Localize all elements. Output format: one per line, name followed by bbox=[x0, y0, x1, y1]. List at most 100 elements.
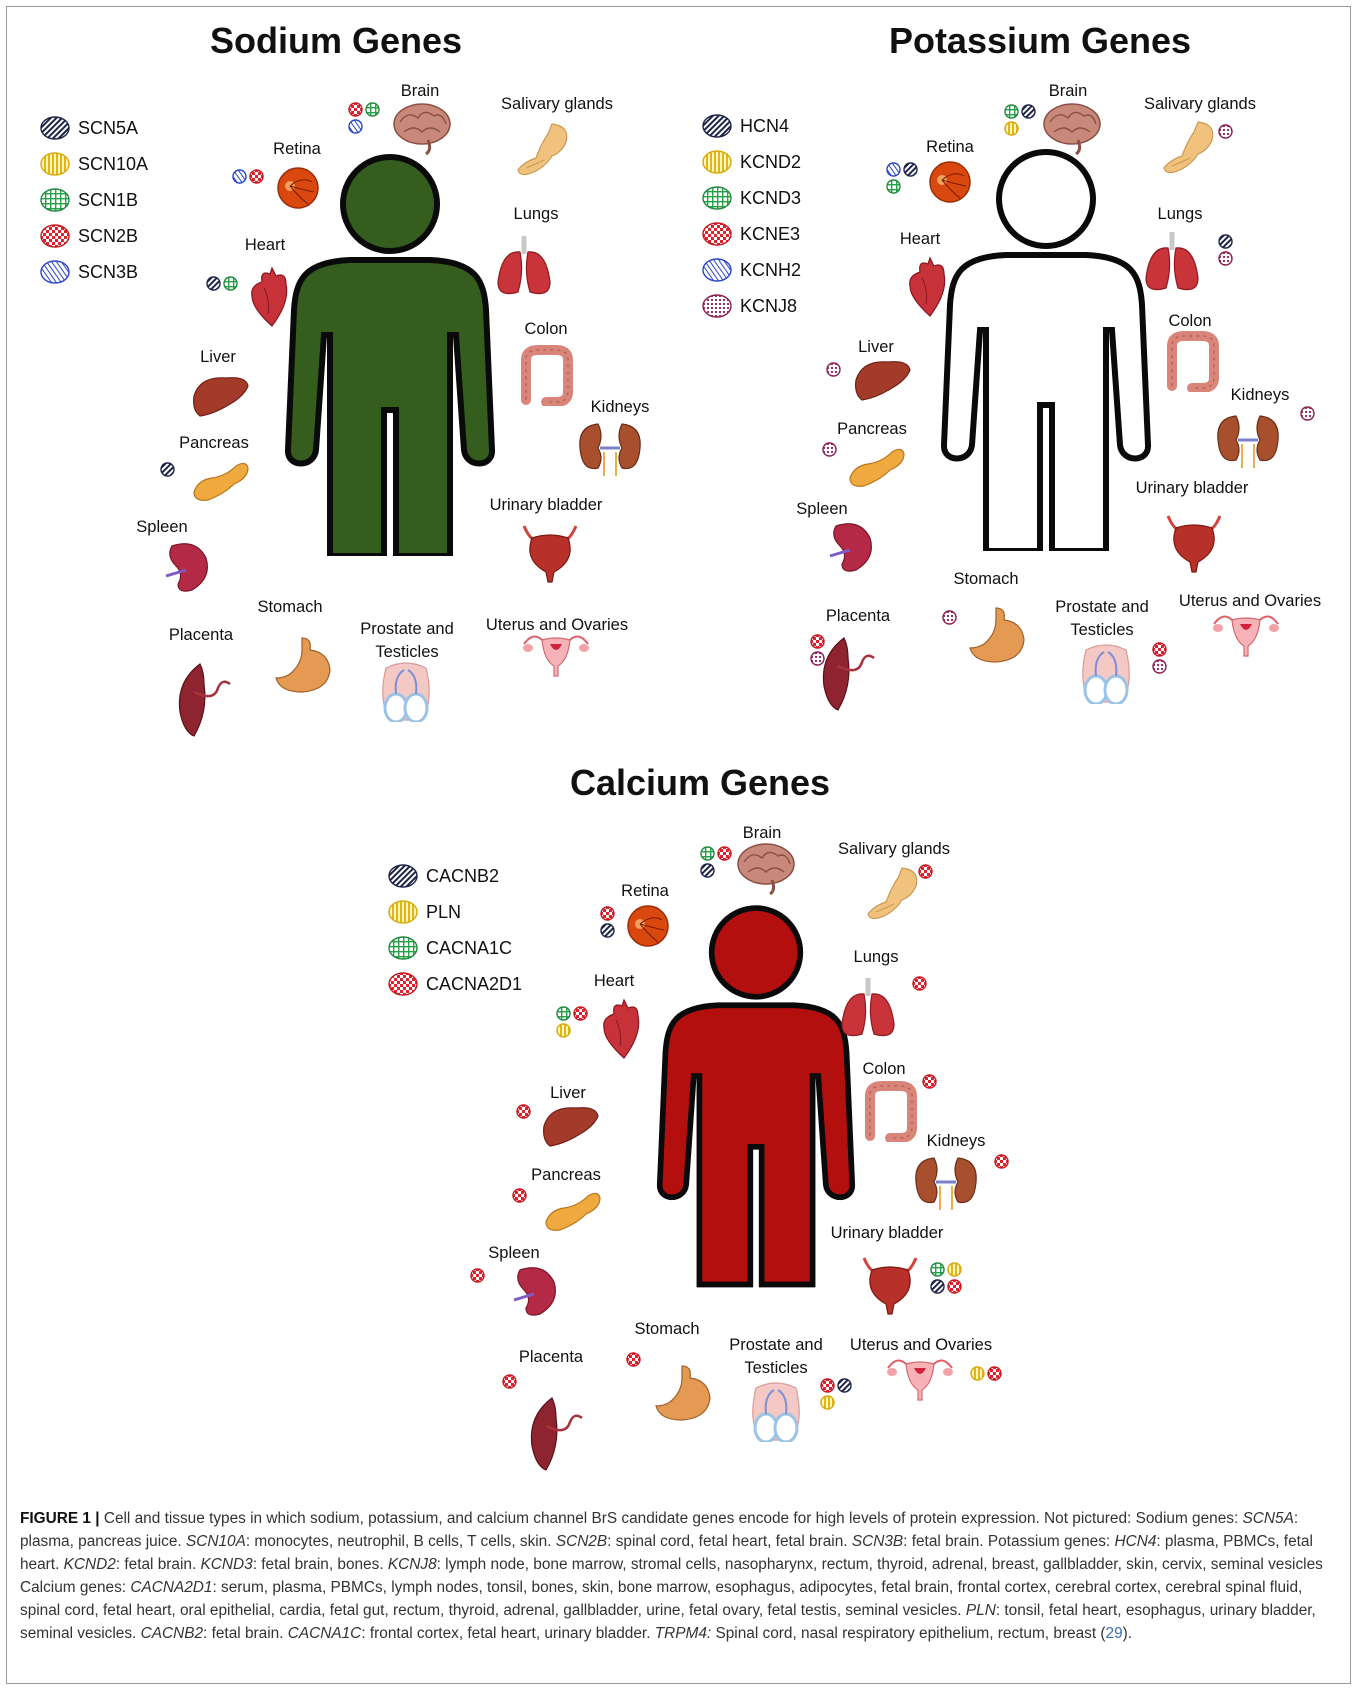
diag-navy-pattern-icon bbox=[40, 116, 70, 140]
stomach-gene-markers bbox=[626, 1352, 644, 1367]
diag-navy-pattern-icon bbox=[837, 1378, 852, 1393]
panel-title: Potassium Genes bbox=[889, 20, 1191, 62]
body-silhouette bbox=[660, 1005, 853, 1284]
check-red-pattern-icon bbox=[249, 169, 264, 184]
legend-item: CACNA2D1 bbox=[388, 972, 522, 996]
hatch-blue-pattern-icon bbox=[348, 119, 363, 134]
retina-gene-markers bbox=[232, 169, 268, 184]
bladder-icon bbox=[1164, 510, 1224, 574]
pancreas-icon bbox=[190, 454, 252, 504]
dots-purple-pattern-icon bbox=[810, 651, 825, 666]
uterus-icon bbox=[884, 1350, 956, 1402]
caption-intro: Cell and tissue types in which sodium, p… bbox=[100, 1510, 1243, 1527]
hatch-blue-pattern-icon bbox=[232, 169, 247, 184]
legend-gene-name: SCN2B bbox=[78, 226, 138, 247]
stomach-label: Stomach bbox=[634, 1318, 699, 1341]
caption-gene-name: KCND2 bbox=[64, 1556, 116, 1573]
colon-label: Colon bbox=[524, 318, 567, 341]
dots-purple-pattern-icon bbox=[826, 362, 841, 377]
caption-gene-tissues: : fetal brain. bbox=[203, 1625, 288, 1642]
pancreas-label: Pancreas bbox=[837, 418, 907, 441]
grid-green-pattern-icon bbox=[556, 1006, 571, 1021]
uterus-label: Uterus and Ovaries bbox=[850, 1334, 992, 1357]
check-red-pattern-icon bbox=[502, 1374, 517, 1389]
caption-gene-name: KCNJ8 bbox=[388, 1556, 437, 1573]
salivary-label: Salivary glands bbox=[1144, 93, 1256, 116]
kidneys-label: Kidneys bbox=[1231, 384, 1290, 407]
kidneys-gene-markers bbox=[1300, 406, 1318, 421]
liver-icon bbox=[540, 1102, 602, 1150]
pancreas-icon bbox=[542, 1184, 604, 1234]
check-red-pattern-icon bbox=[626, 1352, 641, 1367]
pancreas-icon bbox=[846, 440, 908, 490]
caption-gene-name: CACNA2D1 bbox=[130, 1579, 212, 1596]
salivary-gene-markers bbox=[918, 864, 936, 879]
legend-item: KCND2 bbox=[702, 150, 801, 174]
brain-icon bbox=[392, 100, 452, 156]
placenta-gene-markers bbox=[810, 634, 828, 666]
legend-gene-name: KCNJ8 bbox=[740, 296, 797, 317]
caption-end: ). bbox=[1123, 1625, 1132, 1642]
body-silhouette bbox=[944, 255, 1148, 551]
heart-icon bbox=[900, 256, 950, 320]
colon-icon bbox=[860, 1080, 922, 1142]
colon-label: Colon bbox=[862, 1058, 905, 1081]
brain-label: Brain bbox=[743, 822, 782, 845]
salivary-gene-markers bbox=[1218, 124, 1236, 139]
check-red-pattern-icon bbox=[348, 102, 363, 117]
hatch-blue-pattern-icon bbox=[886, 162, 901, 177]
head-silhouette bbox=[343, 157, 437, 251]
prostate-label: Prostate and Testicles bbox=[701, 1334, 851, 1380]
uterus-label: Uterus and Ovaries bbox=[486, 614, 628, 637]
placenta-label: Placenta bbox=[169, 624, 233, 647]
pancreas-label: Pancreas bbox=[531, 1164, 601, 1187]
colon-label: Colon bbox=[1168, 310, 1211, 333]
check-red-pattern-icon bbox=[40, 224, 70, 248]
liver-gene-markers bbox=[826, 362, 844, 377]
liver-label: Liver bbox=[550, 1082, 586, 1105]
caption-gene-name: SCN5A bbox=[1243, 1510, 1294, 1527]
legend-item: SCN1B bbox=[40, 188, 138, 212]
retina-label: Retina bbox=[621, 880, 669, 903]
figure-caption: FIGURE 1 | Cell and tissue types in whic… bbox=[20, 1507, 1338, 1645]
hatch-blue-pattern-icon bbox=[40, 260, 70, 284]
legend-item: KCNE3 bbox=[702, 222, 800, 246]
lungs-label: Lungs bbox=[854, 946, 899, 969]
legend-gene-name: SCN5A bbox=[78, 118, 138, 139]
check-red-pattern-icon bbox=[717, 846, 732, 861]
stomach-icon bbox=[272, 634, 334, 696]
bladder-icon bbox=[860, 1252, 920, 1316]
liver-icon bbox=[852, 356, 914, 404]
check-red-pattern-icon bbox=[947, 1279, 962, 1294]
check-red-pattern-icon bbox=[388, 972, 418, 996]
heart-label: Heart bbox=[245, 234, 285, 257]
kidneys-gene-markers bbox=[994, 1154, 1012, 1169]
vert-yellow-pattern-icon bbox=[702, 150, 732, 174]
legend-gene-name: HCN4 bbox=[740, 116, 789, 137]
retina-label: Retina bbox=[273, 138, 321, 161]
dots-purple-pattern-icon bbox=[1218, 251, 1233, 266]
legend-item: KCNJ8 bbox=[702, 294, 797, 318]
legend-gene-name: KCND2 bbox=[740, 152, 801, 173]
spleen-label: Spleen bbox=[136, 516, 187, 539]
spleen-gene-markers bbox=[470, 1268, 488, 1283]
diag-navy-pattern-icon bbox=[388, 864, 418, 888]
retina-icon bbox=[276, 166, 320, 210]
vert-yellow-pattern-icon bbox=[970, 1366, 985, 1381]
caption-gene-tissues: : fetal brain. Potassium genes: bbox=[903, 1533, 1114, 1550]
caption-lead: FIGURE 1 | bbox=[20, 1510, 100, 1527]
heart-icon bbox=[242, 266, 292, 330]
check-red-pattern-icon bbox=[512, 1188, 527, 1203]
retina-icon bbox=[928, 160, 972, 204]
prostate-gene-markers bbox=[820, 1378, 856, 1410]
grid-green-pattern-icon bbox=[1004, 104, 1019, 119]
heart-label: Heart bbox=[594, 970, 634, 993]
grid-green-pattern-icon bbox=[40, 188, 70, 212]
stomach-icon bbox=[966, 604, 1028, 666]
check-red-pattern-icon bbox=[470, 1268, 485, 1283]
caption-gene-name: SCN2B bbox=[556, 1533, 607, 1550]
diag-navy-pattern-icon bbox=[702, 114, 732, 138]
grid-green-pattern-icon bbox=[388, 936, 418, 960]
heart-gene-markers bbox=[206, 276, 242, 291]
kidneys-icon bbox=[912, 1152, 980, 1212]
